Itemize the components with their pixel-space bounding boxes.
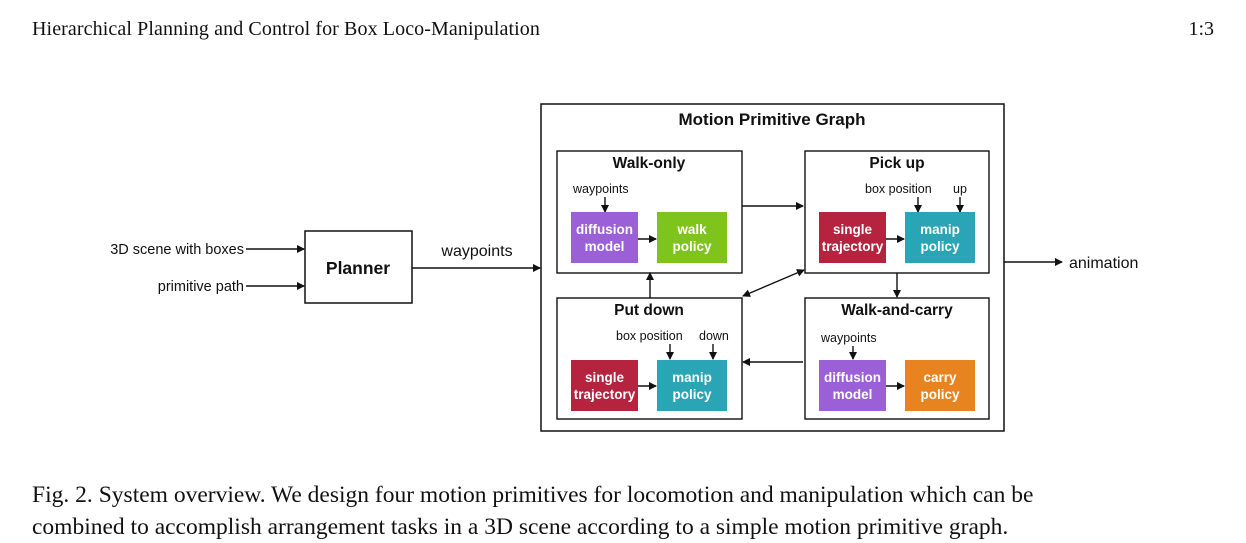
walk-and-carry-title: Walk-and-carry: [841, 302, 953, 319]
put-down-box: [556, 297, 743, 420]
single-trajectory-block: [571, 360, 638, 411]
pick-up-input-label: up: [953, 182, 967, 196]
pick-up-title: Pick up: [869, 155, 924, 172]
scene-input-label: 3D scene with boxes: [110, 242, 244, 258]
walk-and-carry-box: [804, 297, 990, 420]
caption-line-2: combined to accomplish arrangement tasks…: [32, 514, 1009, 540]
walk-only-title: Walk-only: [613, 155, 686, 172]
animation-label: animation: [1069, 255, 1138, 272]
figure-caption: Fig. 2.System overview. We design four m…: [32, 479, 1232, 543]
caption-line-1: System overview. We design four motion p…: [98, 482, 1034, 508]
single-trajectory-block: [819, 212, 886, 263]
module-label: diffusion: [576, 222, 633, 237]
graph-title: Motion Primitive Graph: [678, 110, 865, 129]
diffusion-model-block: [571, 212, 638, 263]
module-label: model: [585, 239, 625, 254]
motion-primitive-graph-box: [540, 103, 1005, 432]
running-title: Hierarchical Planning and Control for Bo…: [32, 18, 540, 40]
module-label: walk: [676, 222, 707, 237]
module-label: policy: [672, 239, 712, 254]
put-down-input-label: down: [699, 329, 729, 343]
system-overview-figure: diffusion model walk policy single traje…: [110, 103, 1138, 432]
planner-box: [304, 230, 413, 304]
module-label: policy: [672, 387, 712, 402]
module-label: diffusion: [824, 370, 881, 385]
module-label: trajectory: [574, 387, 636, 402]
module-label: single: [833, 222, 873, 237]
caption-label: Fig. 2.: [32, 482, 93, 508]
module-label: model: [833, 387, 873, 402]
page-number: 1:3: [1188, 18, 1214, 40]
walk-only-box: [556, 150, 743, 274]
pick-up-box: [804, 150, 990, 274]
put-down-input-label: box position: [616, 329, 683, 343]
pick-up-input-label: box position: [865, 182, 932, 196]
module-label: policy: [920, 387, 960, 402]
planner-output-label: waypoints: [440, 243, 512, 260]
manip-policy-block: [657, 360, 727, 411]
walk-and-carry-input-label: waypoints: [820, 331, 877, 345]
put-down-title: Put down: [614, 302, 684, 319]
path-input-label: primitive path: [158, 279, 244, 295]
manip-policy-block: [905, 212, 975, 263]
module-label: manip: [920, 222, 960, 237]
walk-policy-block: [657, 212, 727, 263]
module-label: trajectory: [822, 239, 884, 254]
putdown-pickup-arrow: [742, 269, 805, 297]
carry-policy-block: [905, 360, 975, 411]
diffusion-model-block: [819, 360, 886, 411]
module-label: policy: [920, 239, 960, 254]
walk-only-input-label: waypoints: [572, 182, 629, 196]
planner-label: Planner: [326, 258, 390, 278]
module-label: single: [585, 370, 625, 385]
module-label: carry: [923, 370, 957, 385]
module-label: manip: [672, 370, 712, 385]
